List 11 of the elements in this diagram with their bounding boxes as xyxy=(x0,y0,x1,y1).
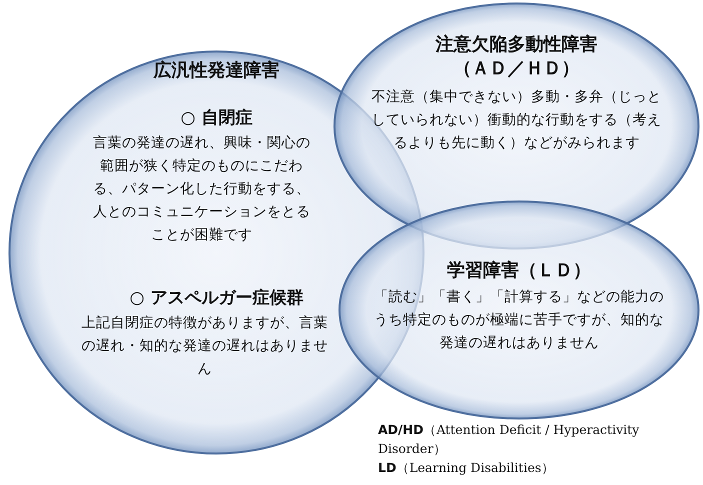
heading: 注意欠陥多動性障害（ＡＤ／ＨＤ） xyxy=(434,33,598,80)
subheading: ○ アスペルガー症候群 xyxy=(128,287,304,309)
footnote: AD/HD（Attention Deficit / Hyperactivity Disorder） xyxy=(378,421,640,458)
description-text: 「読む」「書く」「計算する」などの能力のうち特定のものが極端に苦手ですが、知的な発達の遅れはありません xyxy=(374,288,664,353)
subheading: ○ 自閉症 xyxy=(180,107,254,129)
heading: 学習障害（ＬＤ） xyxy=(446,259,592,282)
description-text: 不注意（集中できない）多動・多弁（じっとしていられない）衝動的な行動をする（考えるよりも先に動く）などがみられます xyxy=(370,88,662,153)
description-text: 上記自閉症の特徴がありますが、言葉の遅れ・知的な発達の遅れはありません xyxy=(80,314,329,379)
heading: 広汎性発達障害 xyxy=(152,59,280,82)
footnote: LD（Learning Disabilities） xyxy=(378,459,556,477)
description-text: 言葉の発達の遅れ、興味・関心の範囲が狭く特定のものにこだわる、パターン化した行動をする、人とのコミュニケーションをとることが困難です xyxy=(92,134,312,245)
